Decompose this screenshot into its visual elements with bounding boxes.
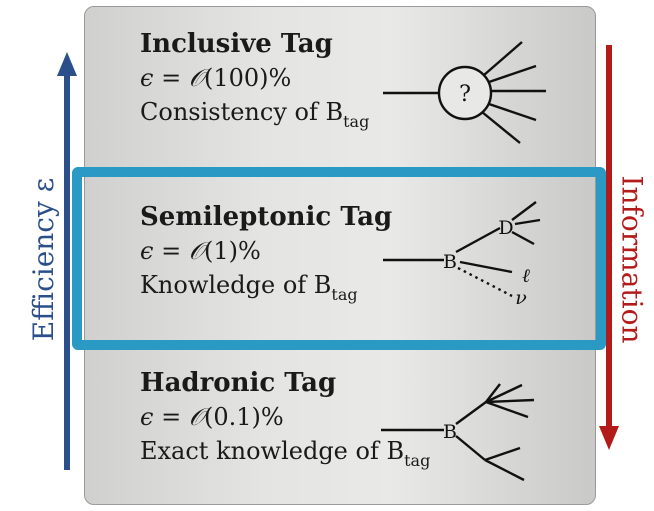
efficiency-formula: ϵ = 𝒪(1)% — [140, 237, 261, 265]
neutrino-label: ν — [515, 287, 527, 309]
information-text: Consistency of Btag — [140, 98, 370, 131]
efficiency-value: (1)% — [203, 237, 261, 265]
information-text: Exact knowledge of Btag — [140, 437, 431, 470]
efficiency-formula: ϵ = 𝒪(0.1)% — [140, 403, 284, 431]
efficiency-formula: ϵ = 𝒪(100)% — [140, 64, 292, 92]
b-meson-label: B — [443, 251, 457, 273]
efficiency-arrow — [57, 52, 77, 470]
lepton-label: ℓ — [522, 265, 530, 287]
efficiency-value: (100)% — [203, 64, 292, 92]
section-title: Hadronic Tag — [140, 368, 337, 398]
hadronic-tag-section: Hadronic Tag ϵ = 𝒪(0.1)% Exact knowledge… — [140, 366, 430, 478]
inclusive-tag-section: Inclusive Tag ϵ = 𝒪(100)% Consistency of… — [140, 27, 369, 139]
information-arrow — [599, 45, 619, 450]
section-title: Semileptonic Tag — [140, 202, 393, 232]
hadronic-decay-diagram — [381, 383, 535, 482]
information-text: Knowledge of Btag — [140, 271, 358, 304]
d-meson-label: D — [498, 217, 513, 239]
inclusive-decay-diagram — [383, 41, 546, 144]
semileptonic-highlight-frame — [72, 167, 606, 350]
efficiency-value: (0.1)% — [203, 403, 284, 431]
tag-panel-background — [84, 6, 596, 505]
semileptonic-decay-diagram — [383, 201, 541, 298]
semileptonic-tag-section: Semileptonic Tag ϵ = 𝒪(1)% Knowledge of … — [140, 200, 392, 312]
section-title: Inclusive Tag — [140, 29, 333, 59]
b-meson-label: B — [443, 421, 457, 443]
unknown-state-label: ? — [459, 82, 471, 107]
